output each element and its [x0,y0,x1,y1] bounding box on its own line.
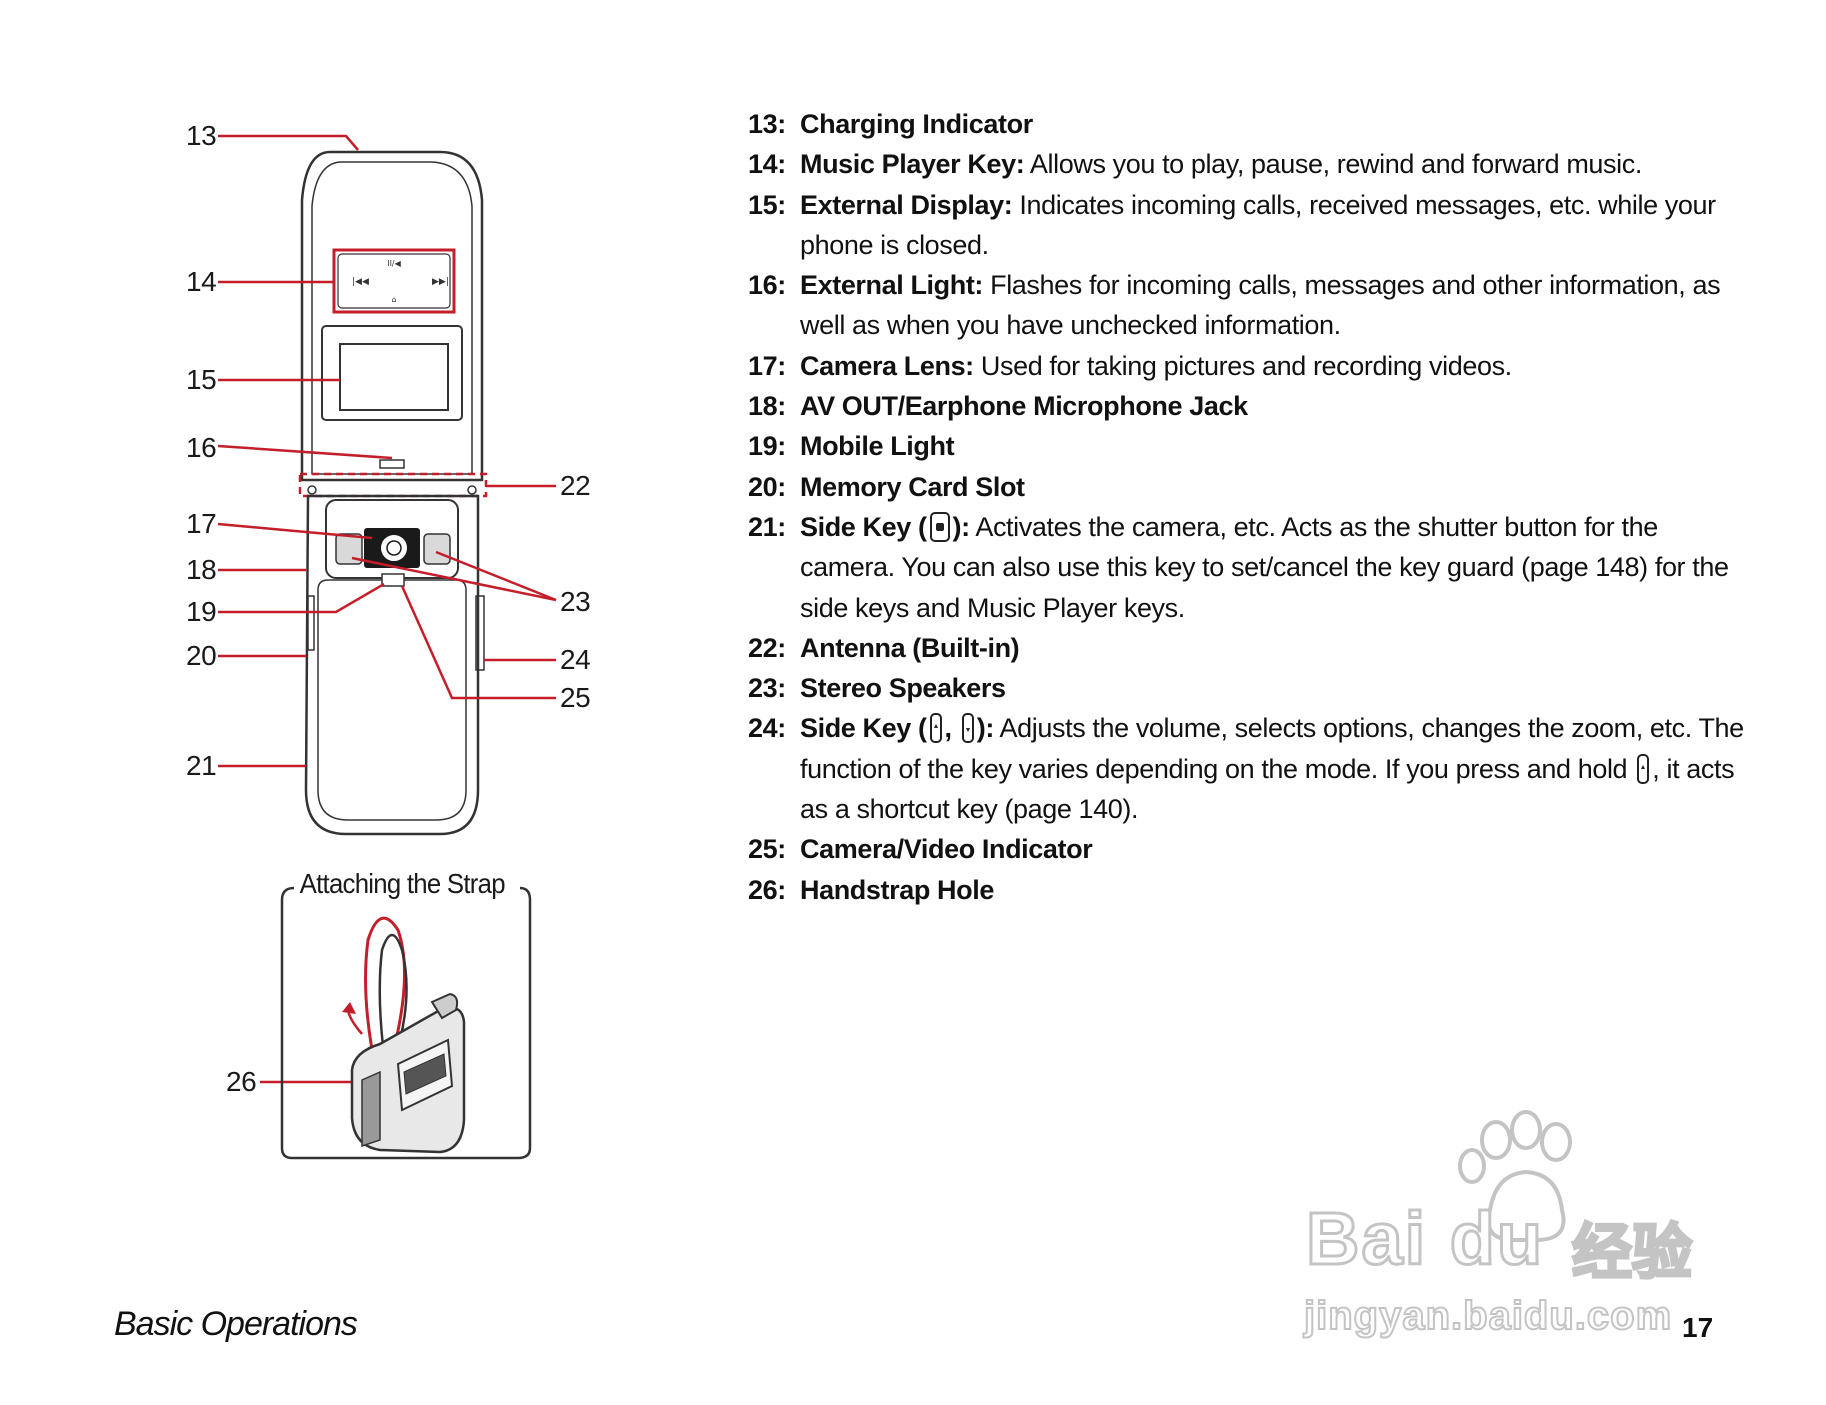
phone-diagram: II/◀ |◀◀ ▶▶| ⌂ [0,0,700,1405]
part-item-21: 21: Side Key (): Activates the camera, et… [748,507,1748,628]
callout-21: 21 [186,750,217,781]
paw-logo-icon [1458,1110,1572,1242]
svg-text:▶▶|: ▶▶| [432,277,449,287]
part-number: 20: [748,471,786,502]
strap-illustration [342,916,466,1154]
watermark-brand: Bai du [1304,1196,1545,1282]
part-number: 26: [748,874,786,905]
phone-illustration: II/◀ |◀◀ ▶▶| ⌂ [217,134,557,1160]
part-description: Indicates incoming calls, received messa… [800,189,1716,260]
part-item-23: 23: Stereo Speakers [748,668,1748,708]
external-light [379,459,405,469]
part-label: Mobile Light [800,431,955,462]
footer-section-title: Basic Operations [114,1305,358,1343]
part-label: Music Player Key: [800,149,1025,180]
part-number: 14: [748,149,786,180]
part-item-20: 20: Memory Card Slot [748,467,1748,507]
part-item-14: 14: Music Player Key: Allows you to play,… [748,144,1748,184]
part-description: Allows you to play, pause, rewind and fo… [1024,149,1642,180]
part-label: Handstrap Hole [800,874,994,905]
part-item-15: 15: External Display: Indicates incoming … [748,185,1748,266]
part-label: Camera/Video Indicator [800,834,1093,865]
phone-lower-body [304,494,485,836]
svg-text:|◀◀: |◀◀ [352,277,369,287]
leader-lines [217,134,557,1084]
part-description: Flashes for incoming calls, messages and… [800,270,1721,341]
part-item-19: 19: Mobile Light [748,426,1748,466]
camera-side-key-icon [929,511,950,542]
volume-up-key-icon [929,713,942,744]
part-label-sep: , [944,713,959,744]
part-label-end: ): [976,713,995,744]
part-label: External Light: [800,270,984,301]
part-item-13: 13: Charging Indicator [748,104,1748,144]
part-item-24: 24: Side Key (, ): Adjusts the volume, se… [748,708,1748,829]
parts-list: 13: Charging Indicator 14: Music Player Ke… [748,104,1748,910]
part-item-22: 22: Antenna (Built-in) [748,628,1748,668]
antenna-area [298,472,488,498]
callout-24: 24 [560,644,591,675]
part-label: Camera Lens: [800,350,974,381]
watermark-url: jingyan.baidu.com [1303,1293,1673,1339]
part-number: 25: [748,834,786,865]
part-label: External Display: [800,189,1013,220]
svg-text:⌂: ⌂ [391,295,396,304]
part-description: Used for taking pictures and recording v… [973,350,1512,381]
part-number: 15: [748,189,786,220]
volume-up-key-icon [1637,753,1650,784]
external-display [321,325,463,421]
part-number: 23: [748,673,786,704]
part-label: Charging Indicator [800,109,1033,139]
callout-14: 14 [186,266,217,297]
phone-upper-body [300,150,484,482]
callout-15: 15 [186,364,217,395]
camera-block [325,499,459,587]
part-item-17: 17: Camera Lens: Used for taking pictures… [748,346,1748,386]
part-number: 21: [748,511,786,542]
part-label: Antenna (Built-in) [800,632,1020,663]
callout-20: 20 [186,640,217,671]
part-number: 16: [748,270,786,301]
part-item-16: 16: External Light: Flashes for incoming … [748,265,1748,346]
part-label-end: ): [952,511,971,542]
part-item-26: 26: Handstrap Hole [748,870,1748,910]
part-item-25: 25: Camera/Video Indicator [748,829,1748,869]
part-number: 18: [748,391,786,422]
callout-22: 22 [560,470,591,501]
part-number: 17: [748,350,786,381]
callout-23: 23 [560,586,591,617]
part-label: AV OUT/Earphone Microphone Jack [800,391,1248,422]
callout-18: 18 [186,554,217,585]
part-label: Memory Card Slot [800,471,1025,502]
part-item-18: 18: AV OUT/Earphone Microphone Jack [748,386,1748,426]
watermark-cn: 经验 [1571,1218,1694,1288]
part-label: Side Key ( [800,713,927,744]
part-number: 19: [748,431,786,462]
part-number: 13: [748,109,786,139]
page-number: 17 [1682,1312,1714,1343]
callout-19: 19 [186,596,217,627]
part-label: Stereo Speakers [800,673,1006,704]
svg-text:II/◀: II/◀ [387,259,401,268]
callout-25: 25 [560,682,591,713]
part-description: Activates the camera, etc. Acts as the s… [800,511,1729,623]
part-description: Adjusts the volume, selects options, cha… [800,713,1744,784]
strap-caption: Attaching the Strap [296,868,509,900]
part-number: 24: [748,713,786,744]
callout-16: 16 [186,432,217,463]
part-description-end: , it acts as a shortcut key (page 140). [800,753,1735,825]
music-player-keys: II/◀ |◀◀ ▶▶| ⌂ [332,248,456,314]
callout-13: 13 [186,120,217,151]
part-label: Side Key ( [800,511,927,542]
callout-17: 17 [186,508,217,539]
baidu-watermark: Bai du 经验 jingyan.baidu.com [1300,1100,1750,1340]
part-number: 22: [748,632,786,663]
strap-box [280,886,532,1160]
volume-down-key-icon [961,713,974,744]
callout-26: 26 [226,1066,257,1097]
